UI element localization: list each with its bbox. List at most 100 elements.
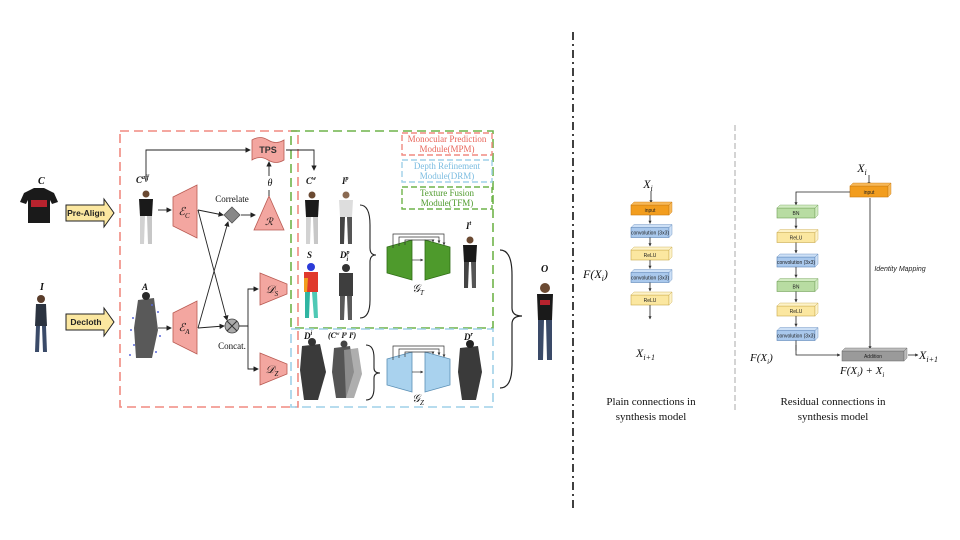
- svg-text:convolution (3x3): convolution (3x3): [777, 334, 815, 340]
- decoder-z-node: 𝒟Z: [259, 352, 288, 386]
- residual-connections-diagram: Xi input Identity Mapping BN ReLU convolut…: [749, 161, 938, 423]
- svg-text:Depth Refinement: Depth Refinement: [414, 161, 481, 171]
- theta-label: θ: [268, 178, 273, 189]
- a-image: [129, 292, 161, 358]
- residual-input-var: Xi: [856, 161, 867, 177]
- svg-text:Pre-Align: Pre-Align: [67, 208, 105, 218]
- svg-text:Monocular Prediction: Monocular Prediction: [408, 134, 487, 144]
- tfm-brace: [359, 204, 377, 319]
- plain-input-var: Xi: [642, 177, 653, 193]
- label-cw: Cw: [306, 176, 317, 186]
- residual-bn-block: BN: [776, 278, 819, 292]
- label-caff: Caff: [136, 175, 150, 185]
- label-ip: Ip: [341, 176, 349, 186]
- segmentation-image: [304, 263, 318, 318]
- svg-text:convolution (3x3): convolution (3x3): [631, 231, 669, 237]
- residual-bn-block: BN: [776, 204, 819, 219]
- encoder-a-node: ℰA: [172, 300, 198, 355]
- svg-text:ReLU: ReLU: [644, 298, 657, 304]
- svg-text:Module(DRM): Module(DRM): [420, 171, 475, 181]
- dr-image: [458, 340, 482, 400]
- pre-align-arrow: Pre-Align: [65, 197, 115, 229]
- svg-text:Texture Fusion: Texture Fusion: [420, 188, 475, 198]
- pipeline-connections: [145, 147, 317, 372]
- drm-brace: [365, 344, 381, 401]
- svg-text:Addition: Addition: [864, 354, 882, 360]
- caff-image: [139, 190, 153, 244]
- label-c: C: [38, 176, 45, 187]
- legend-tfm: Texture Fusion Module(TFM): [401, 186, 493, 210]
- output-brace: [499, 249, 523, 389]
- addition-block: Addition: [841, 347, 908, 362]
- label-i: I: [39, 282, 45, 293]
- svg-text:R: R: [0, 0, 1, 1]
- plain-caption-1: Plain connections in: [606, 396, 696, 408]
- residual-relu-block: ReLU: [776, 302, 819, 317]
- pipeline-diagram: Monocular Prediction Module(MPM) Depth R…: [0, 0, 553, 408]
- svg-text:Concat.: Concat.: [218, 341, 246, 351]
- generator-z-node: 𝒢Z: [386, 345, 451, 407]
- decoder-s-node: 𝒟S: [259, 272, 288, 306]
- tfm-region: [290, 130, 494, 329]
- tps-node: TPS: [251, 137, 285, 163]
- legend-drm: Depth Refinement Module(DRM): [401, 159, 493, 183]
- svg-text:input: input: [864, 190, 875, 196]
- correlate-node: Correlate: [215, 194, 249, 224]
- dpi-image: [339, 264, 353, 320]
- residual-convolution-3x3-block: convolution (3x3): [776, 327, 819, 341]
- residual-caption-2: synthesis model: [798, 411, 869, 423]
- svg-text:convolution (3x3): convolution (3x3): [777, 260, 815, 266]
- svg-text:ℛ: ℛ: [265, 217, 274, 228]
- plain-fx-label: F(Xi): [582, 267, 608, 283]
- tshirt-image: [20, 188, 58, 223]
- legend-mpm: Monocular Prediction Module(MPM): [401, 132, 493, 156]
- svg-text:convolution (3x3): convolution (3x3): [631, 276, 669, 282]
- encoder-c-node: ℰC: [172, 184, 198, 239]
- svg-text:Module(MPM): Module(MPM): [419, 144, 474, 154]
- residual-sum-label: F(Xi) + Xi: [839, 365, 884, 379]
- tuple-image: [332, 340, 362, 398]
- plain-input-block: input: [630, 201, 673, 216]
- svg-text:ReLU: ReLU: [644, 253, 657, 259]
- label-a: A: [141, 282, 148, 292]
- label-tuple: (Cw Ip It): [328, 331, 356, 340]
- ip-image: [339, 191, 353, 244]
- svg-text:Decloth: Decloth: [70, 317, 101, 327]
- plain-relu-block: ReLU: [630, 246, 673, 261]
- di-image: [300, 338, 326, 400]
- drm-region: [290, 328, 494, 408]
- cw-image: [305, 191, 319, 244]
- label-dr: Dr: [463, 332, 474, 342]
- plain-connections-diagram: Xi input convolution (3x3) ReLU convolution…: [582, 177, 696, 423]
- label-s: S: [307, 250, 312, 260]
- svg-text:ℰA: ℰA: [179, 322, 191, 336]
- residual-convolution-3x3-block: convolution (3x3): [776, 253, 819, 268]
- plain-output-var: Xi+1: [635, 346, 655, 362]
- regressor-node: ℛ R: [0, 0, 285, 231]
- plain-convolution-3x3-block: convolution (3x3): [630, 224, 673, 238]
- svg-text:input: input: [645, 208, 656, 214]
- label-it: It: [465, 221, 472, 231]
- decloth-arrow: Decloth: [65, 306, 115, 338]
- concat-node: Concat.: [218, 318, 246, 351]
- plain-relu-block: ReLU: [630, 291, 673, 306]
- plain-convolution-3x3-block: convolution (3x3): [630, 269, 673, 283]
- svg-text:ReLU: ReLU: [790, 309, 803, 315]
- svg-text:𝒢T: 𝒢T: [412, 283, 425, 297]
- svg-text:ℰC: ℰC: [178, 206, 190, 220]
- residual-relu-block: ReLU: [776, 229, 819, 243]
- it-image: [463, 236, 477, 288]
- residual-caption-1: Residual connections in: [780, 396, 886, 408]
- svg-text:BN: BN: [793, 211, 800, 217]
- generator-t-node: 𝒢T: [386, 233, 451, 297]
- svg-text:ReLU: ReLU: [790, 236, 803, 242]
- identity-mapping-label: Identity Mapping: [874, 266, 925, 273]
- residual-output-var: Xi+1: [918, 348, 938, 364]
- mpm-region: [119, 130, 299, 408]
- svg-text:Correlate: Correlate: [215, 194, 248, 204]
- label-di: Di: [303, 331, 313, 341]
- person-input-image: [35, 295, 47, 352]
- svg-text:𝒢Z: 𝒢Z: [412, 393, 424, 407]
